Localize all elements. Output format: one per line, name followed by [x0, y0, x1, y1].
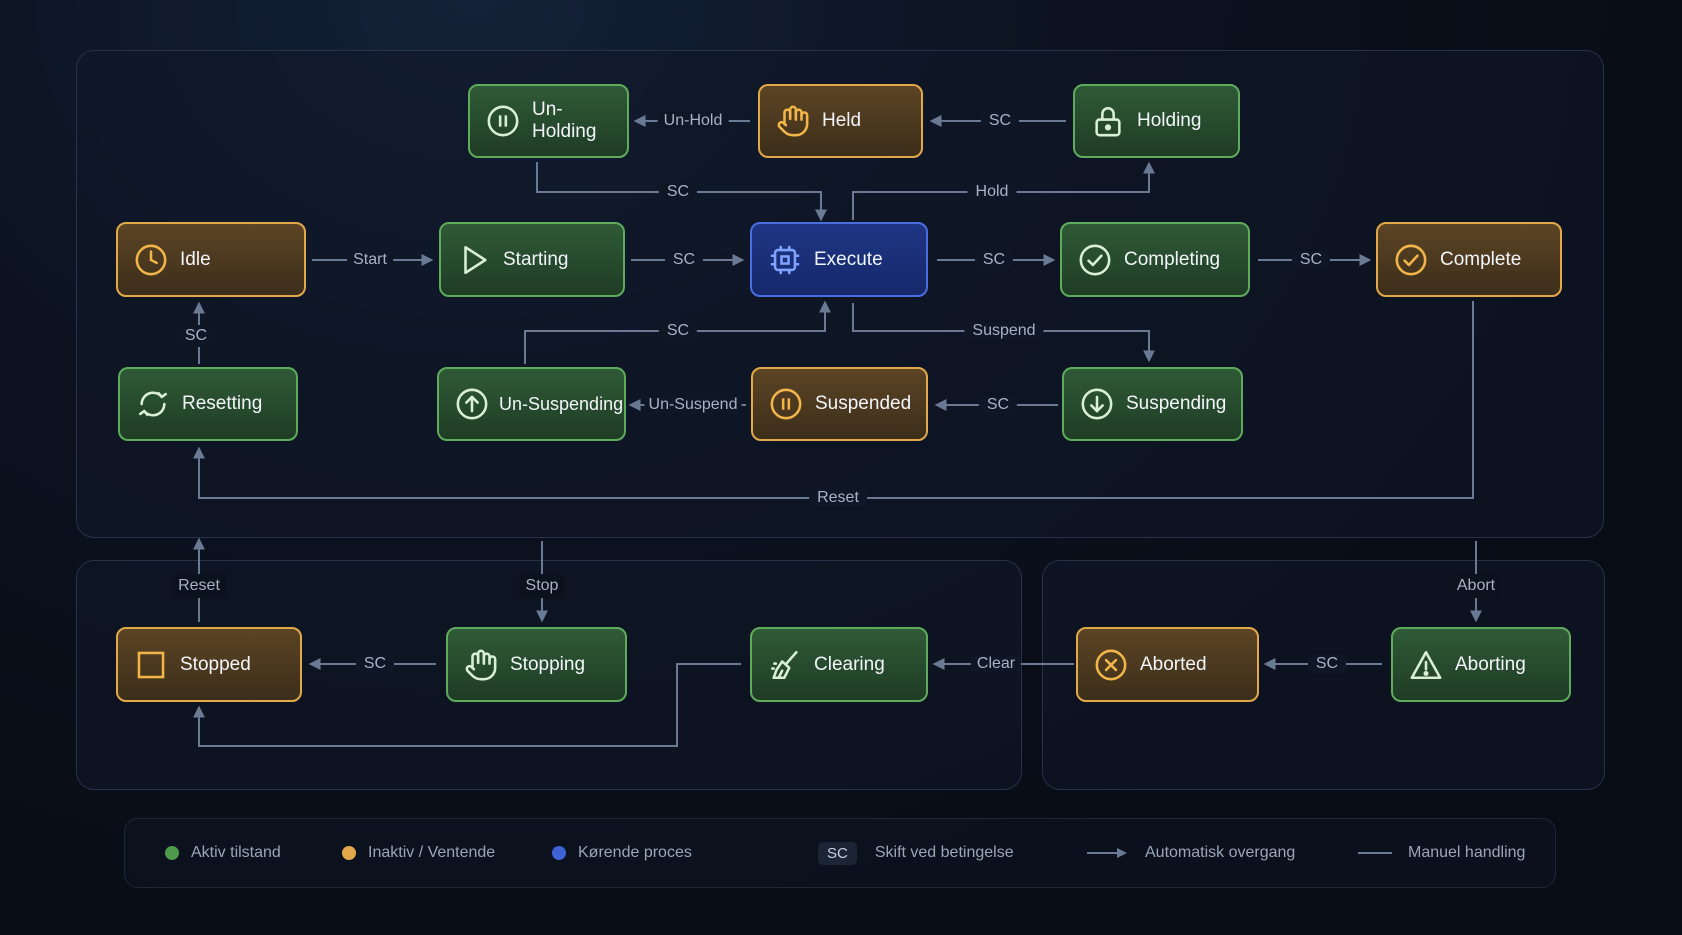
- state-stopped[interactable]: Stopped: [116, 627, 302, 702]
- label-unsuspend: Un-Suspend: [644, 396, 742, 414]
- label-abort: Abort: [1450, 574, 1502, 598]
- x-circle-icon: [1094, 648, 1128, 682]
- state-label: Stopped: [180, 653, 251, 675]
- cpu-icon: [768, 243, 802, 277]
- play-icon: [457, 243, 491, 277]
- state-held[interactable]: Held: [758, 84, 923, 158]
- label-held-sc: SC: [980, 112, 1020, 130]
- label-unholding-sc: SC: [658, 183, 698, 201]
- pause-circle-icon: [486, 104, 520, 138]
- label-suspend: Suspend: [964, 322, 1044, 340]
- label-aborting-sc: SC: [1307, 655, 1347, 673]
- legend-auto: Automatisk overgang: [1087, 819, 1295, 887]
- state-suspending[interactable]: Suspending: [1062, 367, 1243, 441]
- legend-running-label: Kørende proces: [578, 844, 692, 861]
- label-stop: Stop: [519, 574, 565, 598]
- blue-dot-icon: [552, 846, 566, 860]
- state-label: Holding: [1137, 110, 1202, 131]
- line-icon: [1358, 852, 1392, 854]
- clock-icon: [134, 243, 168, 277]
- check-circle-icon: [1394, 243, 1428, 277]
- state-clearing[interactable]: Clearing: [750, 627, 928, 702]
- arrow-up-circle-icon: [455, 387, 489, 421]
- state-resetting[interactable]: Resetting: [118, 367, 298, 441]
- legend-running: Kørende proces: [552, 819, 692, 887]
- broom-icon: [768, 648, 802, 682]
- state-execute[interactable]: Execute: [750, 222, 928, 297]
- label-clear: Clear: [970, 655, 1022, 673]
- label-unsuspending-sc: SC: [658, 322, 698, 340]
- arrow-right-icon: [1087, 848, 1127, 858]
- state-label: Stopping: [510, 653, 586, 675]
- state-unholding[interactable]: Un-Holding: [468, 84, 629, 158]
- label-suspending-sc: SC: [978, 396, 1018, 414]
- label-starting-sc: SC: [664, 251, 704, 269]
- label-reset-complete: Reset: [809, 489, 867, 507]
- state-label: Starting: [503, 248, 569, 270]
- legend-active: Aktiv tilstand: [165, 819, 281, 887]
- state-starting[interactable]: Starting: [439, 222, 625, 297]
- pause-circle-icon: [769, 387, 803, 421]
- state-aborting[interactable]: Aborting: [1391, 627, 1571, 702]
- legend-manual: Manuel handling: [1358, 819, 1525, 887]
- state-label: Aborted: [1140, 653, 1207, 675]
- state-completing[interactable]: Completing: [1060, 222, 1250, 297]
- legend: Aktiv tilstand Inaktiv / Ventende Kørend…: [124, 818, 1556, 888]
- state-label: Suspended: [815, 393, 912, 414]
- state-aborted[interactable]: Aborted: [1076, 627, 1259, 702]
- sc-badge: SC: [818, 841, 857, 865]
- check-circle-icon: [1078, 243, 1112, 277]
- amber-dot-icon: [342, 846, 356, 860]
- state-label: Un-Holding: [532, 99, 597, 142]
- state-suspended[interactable]: Suspended: [751, 367, 928, 441]
- wire-clearing-stopped: [193, 663, 741, 747]
- green-dot-icon: [165, 846, 179, 860]
- state-stopping[interactable]: Stopping: [446, 627, 627, 702]
- arrow-down-circle-icon: [1080, 387, 1114, 421]
- legend-sc: SC Skift ved betingelse: [818, 819, 1014, 887]
- state-label: Idle: [180, 248, 211, 270]
- hand-icon: [464, 648, 498, 682]
- legend-auto-label: Automatisk overgang: [1145, 844, 1296, 861]
- state-label: Execute: [814, 248, 883, 270]
- warning-icon: [1409, 648, 1443, 682]
- state-label: Clearing: [814, 653, 885, 675]
- label-execute-sc: SC: [974, 251, 1014, 269]
- state-label: Un-Suspending: [499, 393, 624, 414]
- state-label: Complete: [1440, 248, 1522, 270]
- label-start: Start: [347, 251, 393, 269]
- refresh-icon: [136, 387, 170, 421]
- label-completing-sc: SC: [1291, 251, 1331, 269]
- legend-manual-label: Manuel handling: [1408, 844, 1526, 861]
- state-idle[interactable]: Idle: [116, 222, 306, 297]
- state-complete[interactable]: Complete: [1376, 222, 1562, 297]
- label-hold: Hold: [967, 183, 1017, 201]
- label-stopping-sc: SC: [355, 655, 395, 673]
- legend-inactive-label: Inaktiv / Ventende: [368, 844, 496, 861]
- state-label: Held: [822, 110, 862, 131]
- state-label: Completing: [1124, 248, 1221, 270]
- legend-sc-label: Skift ved betingelse: [874, 844, 1014, 861]
- state-label: Suspending: [1126, 393, 1227, 414]
- label-reset-stopped: Reset: [172, 574, 226, 598]
- hand-icon: [776, 104, 810, 138]
- label-resetting-sc: SC: [178, 325, 214, 347]
- state-label: Resetting: [182, 393, 263, 414]
- state-label: Aborting: [1455, 653, 1526, 675]
- lock-icon: [1091, 104, 1125, 138]
- label-unhold: Un-Hold: [657, 112, 729, 130]
- square-icon: [134, 648, 168, 682]
- legend-active-label: Aktiv tilstand: [191, 844, 281, 861]
- legend-inactive: Inaktiv / Ventende: [342, 819, 495, 887]
- state-holding[interactable]: Holding: [1073, 84, 1240, 158]
- state-unsuspending[interactable]: Un-Suspending: [437, 367, 626, 441]
